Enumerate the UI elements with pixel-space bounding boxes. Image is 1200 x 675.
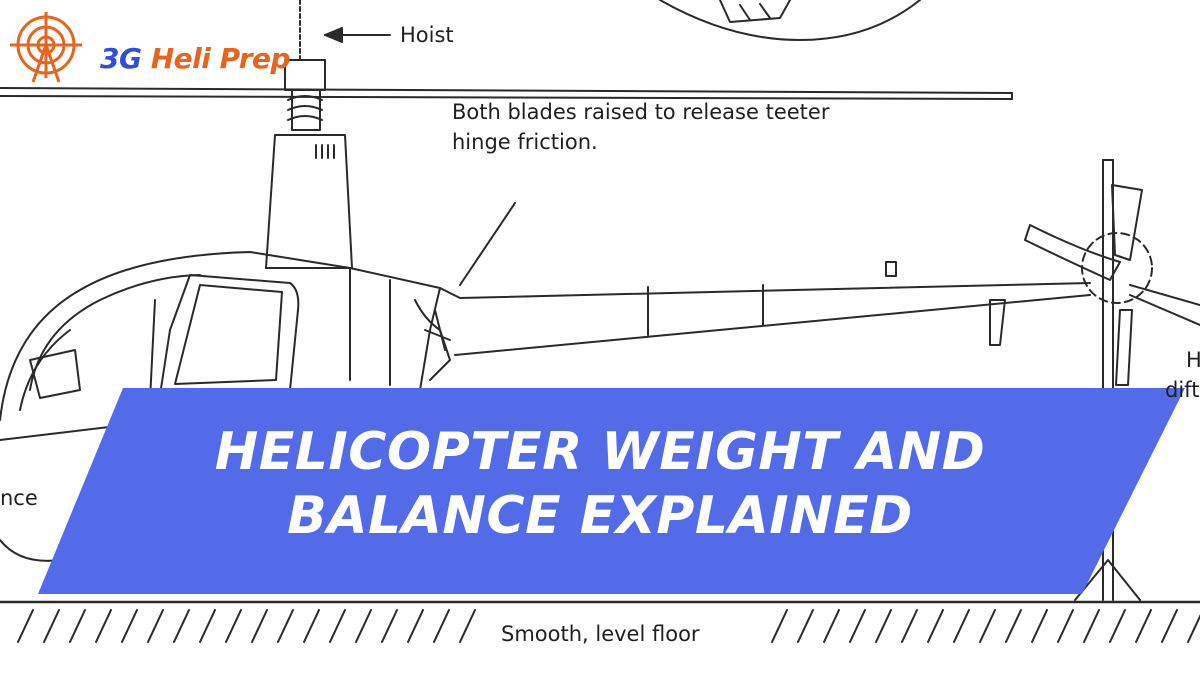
brand-name-prefix: 3G — [100, 42, 142, 75]
floor-hatch-line — [797, 609, 814, 643]
floor-hatch-line — [303, 609, 320, 643]
floor-hatch-line — [69, 609, 86, 643]
blades-raised-label-line2: hinge friction. — [452, 130, 598, 154]
floor-hatch-line — [1083, 609, 1100, 643]
banner-title-line2: BALANCE EXPLAINED — [287, 486, 913, 546]
floor-hatch-line — [979, 609, 996, 643]
radar-helicopter-icon — [10, 12, 82, 83]
floor-hatch-line — [407, 609, 424, 643]
floor-hatch-line — [823, 609, 840, 643]
floor-hatch-line — [901, 609, 918, 643]
right-partial-label-2: dift — [1165, 378, 1200, 402]
floor-hatch-line — [771, 609, 788, 643]
floor-hatch-line — [251, 609, 268, 643]
brand-logo[interactable]: 3G Heli Prep — [14, 12, 344, 90]
banner-title: HELICOPTER WEIGHT AND BALANCE EXPLAINED — [70, 420, 1130, 548]
floor-hatch-line — [17, 609, 34, 643]
floor-hatch-line — [459, 609, 476, 643]
floor-hatch-line — [927, 609, 944, 643]
floor-hatch-line — [225, 609, 242, 643]
floor-hatch-line — [875, 609, 892, 643]
floor-hatch-line — [199, 609, 216, 643]
banner-title-line1: HELICOPTER WEIGHT AND — [214, 422, 986, 482]
cabin-outline — [0, 251, 441, 441]
floor-hatch-line — [355, 609, 372, 643]
floor-hatch-line — [121, 609, 138, 643]
floor-hatch-line — [953, 609, 970, 643]
floor-hatch-line — [329, 609, 346, 643]
floor-hatch-line — [1135, 609, 1152, 643]
floor-hatch-line — [43, 609, 60, 643]
hoist-label: Hoist — [400, 23, 454, 47]
floor-hatch-line — [1161, 609, 1178, 643]
floor-hatch-line — [1187, 614, 1200, 643]
title-banner — [38, 388, 1185, 594]
floor-hatch-line — [1109, 609, 1126, 643]
detail-circle — [659, 0, 921, 41]
floor-hatch-line — [147, 609, 164, 643]
floor-hatch-line — [95, 609, 112, 643]
floor-label: Smooth, level floor — [495, 619, 706, 649]
floor-hatch-line — [381, 609, 398, 643]
floor-hatch-line — [277, 609, 294, 643]
floor-hatch-line — [1031, 609, 1048, 643]
tail-boom — [439, 282, 1091, 299]
left-partial-label: nce — [0, 486, 38, 510]
right-partial-label-1: H — [1186, 348, 1200, 372]
floor-hatch-line — [849, 609, 866, 643]
floor-hatch-line — [1005, 609, 1022, 643]
floor-hatch-line — [433, 609, 450, 643]
floor-hatch-line — [173, 609, 190, 643]
brand-name-rest: Heli Prep — [141, 42, 291, 75]
brand-name: 3G Heli Prep — [100, 42, 291, 75]
floor-hatch-line — [1057, 609, 1074, 643]
blades-raised-label-line1: Both blades raised to release teeter — [452, 100, 830, 124]
